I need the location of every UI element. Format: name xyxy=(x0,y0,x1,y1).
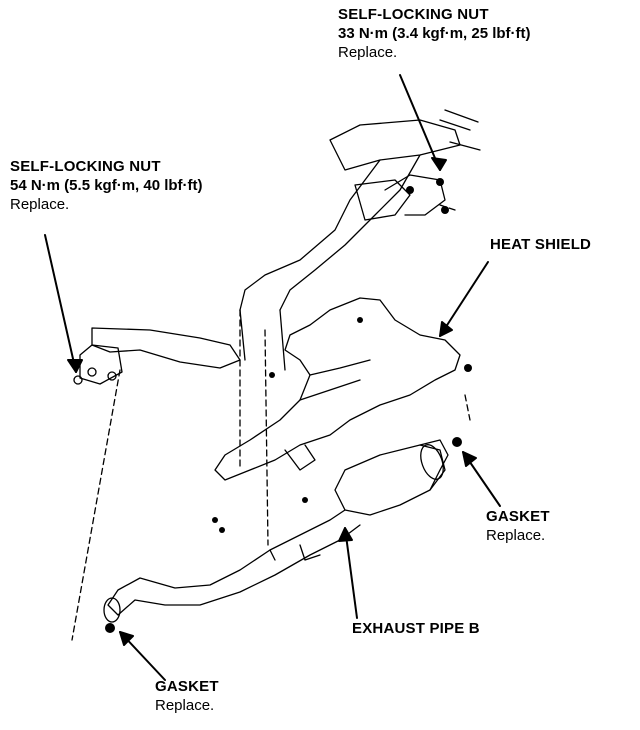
torque-spec: 54 N·m (5.5 kgf·m, 40 lbf·ft) xyxy=(10,176,203,194)
heat-shield-shape xyxy=(214,297,461,481)
callout-title: GASKET xyxy=(155,678,219,695)
callout-gasket-bottom: GASKET Replace. xyxy=(155,678,219,716)
callout-title: GASKET xyxy=(486,508,550,525)
leader-lines xyxy=(44,74,501,681)
replace-note: Replace. xyxy=(155,696,215,714)
callout-self-locking-nut-left: SELF-LOCKING NUT 54 N·m (5.5 kgf·m, 40 l… xyxy=(10,158,203,214)
left-hanger xyxy=(73,309,286,385)
callout-title: SELF-LOCKING NUT xyxy=(338,6,489,23)
replace-note: Replace. xyxy=(338,43,398,61)
torque-spec: 33 N·m (3.4 kgf·m, 25 lbf·ft) xyxy=(338,24,531,42)
callout-heat-shield: HEAT SHIELD xyxy=(490,236,591,255)
fasteners xyxy=(105,178,472,633)
alignment-lines xyxy=(71,204,471,641)
callout-title: EXHAUST PIPE B xyxy=(352,620,480,637)
upper-pipe xyxy=(239,109,481,311)
callout-gasket-right: GASKET Replace. xyxy=(486,508,550,546)
callout-title: HEAT SHIELD xyxy=(490,236,592,253)
callout-self-locking-nut-top: SELF-LOCKING NUT 33 N·m (3.4 kgf·m, 25 l… xyxy=(338,6,531,62)
muffler-body xyxy=(334,439,449,516)
replace-note: Replace. xyxy=(486,526,546,544)
replace-note: Replace. xyxy=(10,195,70,213)
callout-exhaust-pipe-b: EXHAUST PIPE B xyxy=(352,620,480,639)
exhaust-pipe-b-shape xyxy=(103,509,361,623)
callout-title: SELF-LOCKING NUT xyxy=(10,158,161,175)
